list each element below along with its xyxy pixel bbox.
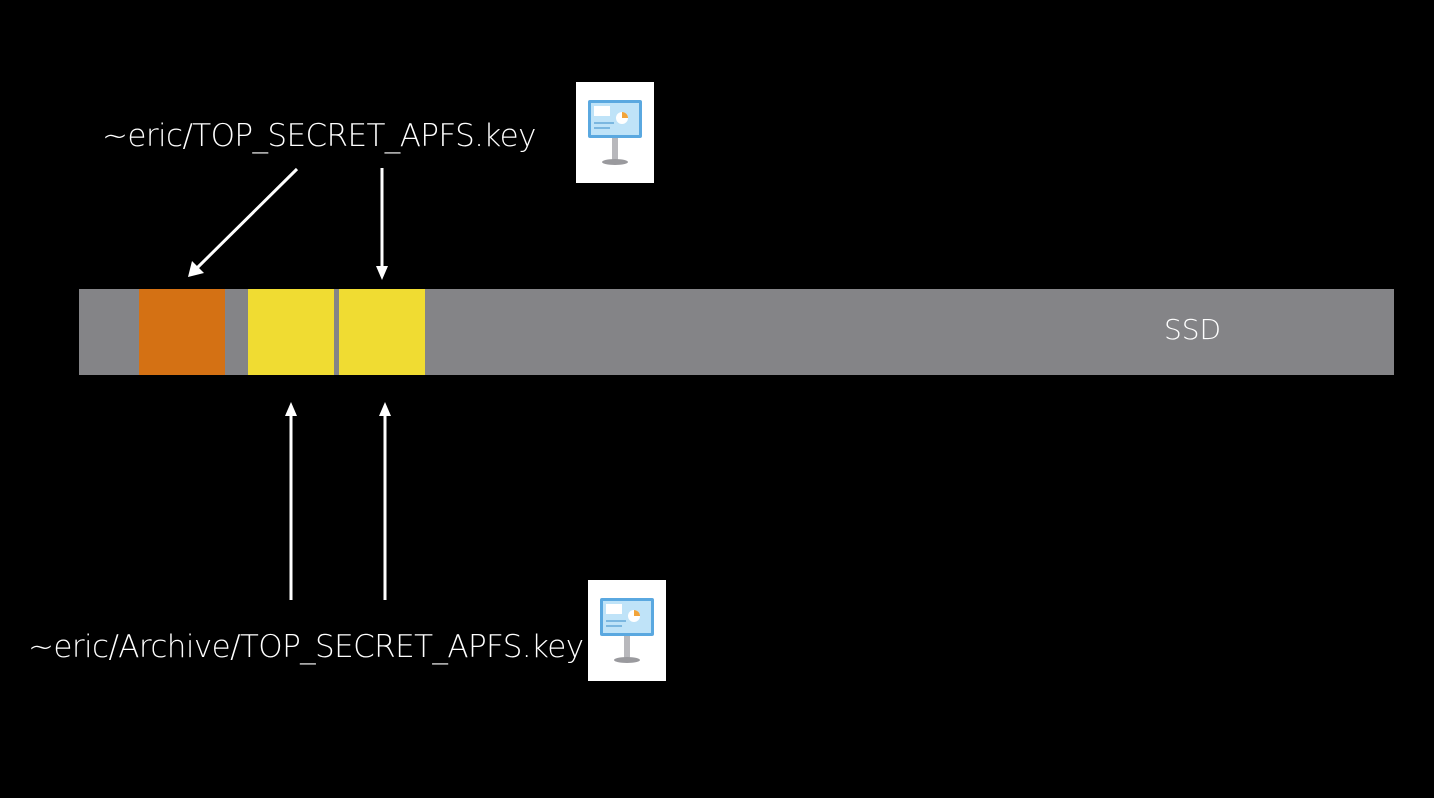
arrow-bottom-to-yellow-1 [285, 402, 297, 600]
ssd-label: SSD [1164, 313, 1222, 346]
arrow-top-to-yellow [376, 168, 388, 280]
keynote-document-icon [588, 580, 666, 681]
arrow-bottom-to-yellow-2 [379, 402, 391, 600]
bottom-file-path-label: ~eric/Archive/TOP_SECRET_APFS.key [28, 629, 584, 665]
keynote-document-icon [576, 82, 654, 183]
shared-block-2 [339, 289, 425, 375]
arrow-top-to-orange [188, 167, 299, 277]
shared-block-1 [248, 289, 334, 375]
top-file-path-label: ~eric/TOP_SECRET_APFS.key [102, 118, 536, 154]
original-file-block [139, 289, 225, 375]
ssd-bar: SSD [79, 289, 1394, 375]
